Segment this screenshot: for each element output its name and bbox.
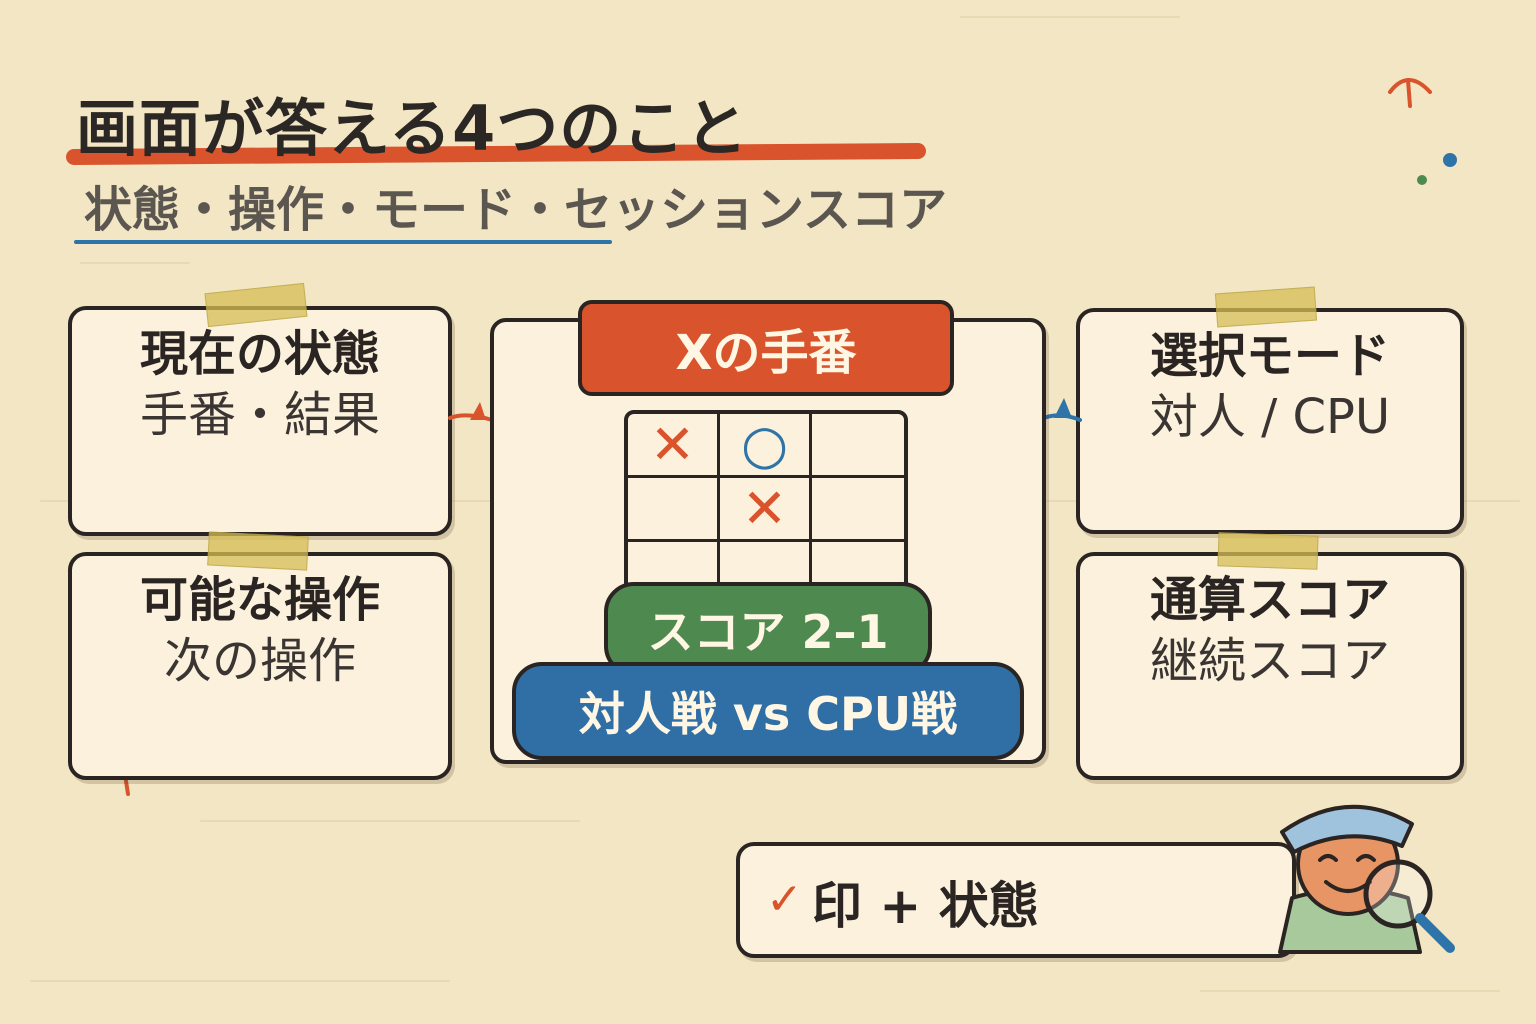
- tape-icon: [1217, 532, 1319, 570]
- card-heading: 可能な操作: [139, 572, 380, 628]
- doodle-decoration: [1388, 78, 1457, 185]
- summary-note: [736, 842, 1296, 958]
- card-heading: 通算スコア: [1149, 572, 1390, 628]
- card-total-score: 通算スコア 継続スコア: [1076, 552, 1464, 780]
- board-cell[interactable]: ✕: [628, 414, 720, 478]
- board-cell[interactable]: ✕: [720, 478, 812, 542]
- card-possible-actions: 可能な操作 次の操作: [68, 552, 452, 780]
- arrow-icon: [1042, 398, 1082, 422]
- card-heading: 選択モード: [1149, 328, 1390, 384]
- inspector-character-icon: [1278, 804, 1455, 954]
- board-cell[interactable]: ○: [720, 414, 812, 478]
- turn-banner: Xの手番: [578, 300, 954, 396]
- summary-note-text: 印 + 状態: [812, 877, 1039, 935]
- card-heading: 現在の状態: [139, 326, 380, 382]
- card-selected-mode: 選択モード 対人 / CPU: [1076, 308, 1464, 534]
- score-banner: スコア 2–1: [604, 582, 932, 676]
- arrow-icon: [448, 402, 494, 422]
- tape-icon: [207, 531, 309, 571]
- card-body: 手番・結果: [139, 387, 380, 443]
- board-cell[interactable]: [812, 414, 904, 478]
- board-cell[interactable]: [628, 478, 720, 542]
- tape-icon: [1214, 286, 1318, 328]
- card-current-state: 現在の状態 手番・結果: [68, 306, 452, 536]
- check-icon: ✓: [766, 874, 803, 925]
- magnifier-icon: [1363, 859, 1455, 953]
- page-title: 画面が答える4つのこと: [76, 92, 749, 165]
- page-subtitle: 状態・操作・モード・セッションスコア: [84, 182, 948, 238]
- board-cell[interactable]: [812, 478, 904, 542]
- card-body: 対人 / CPU: [1149, 389, 1391, 445]
- subtitle-underline: [74, 240, 612, 244]
- mode-banner[interactable]: 対人戦 vs CPU戦: [512, 662, 1024, 760]
- card-body: 継続スコア: [1149, 633, 1390, 689]
- card-body: 次の操作: [163, 633, 356, 689]
- game-board: ✕ ○ ✕: [624, 410, 908, 610]
